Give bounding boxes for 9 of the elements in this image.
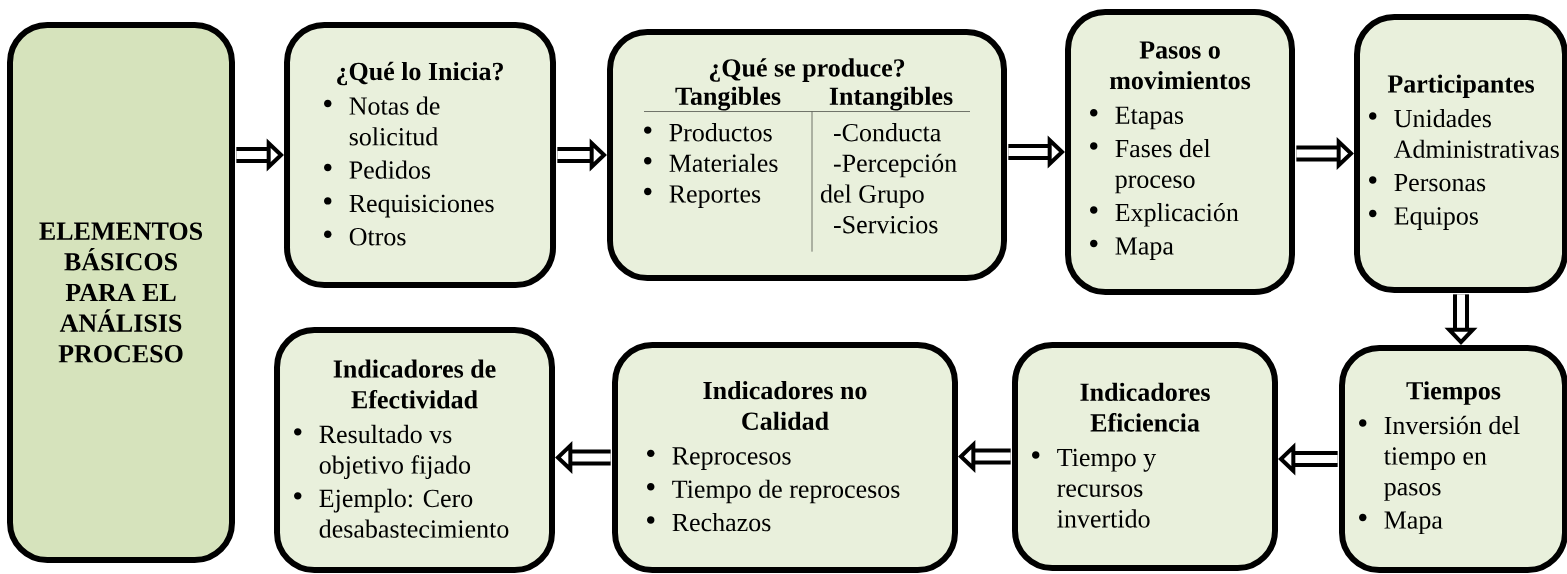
process-box: Tiempos Inversión del tiempo en pasos Mapa — [1339, 345, 1567, 573]
process-box: Pasos o movimientos Etapas Fases del proceso Explicación Mapa — [1065, 9, 1295, 295]
process-box: Indicadores Eficiencia Tiempo y recursos invertido — [1012, 342, 1278, 571]
process-box: ¿Qué se produce? Tangibles Intangibles Productos Materiales Reportes -Conducta -Percepción del Grupo -Servicios — [607, 29, 1007, 281]
process-box: Participantes Unidades Administrativas Personas Equipos — [1354, 14, 1567, 293]
process-box: ELEMENTOS BÁSICOS PARA EL ANÁLISIS PROCESO — [7, 22, 235, 563]
process-box: Indicadores no Calidad Reprocesos Tiempo de reprocesos Rechazos — [612, 342, 958, 573]
process-box: Indicadores de Efectividad Resultado vs objetivo fijado Ejemplo: Cero desabastecimiento — [274, 327, 555, 573]
process-box: ¿Qué lo Inicia? Notas de solicitud Pedidos Requisiciones Otros — [284, 22, 556, 288]
